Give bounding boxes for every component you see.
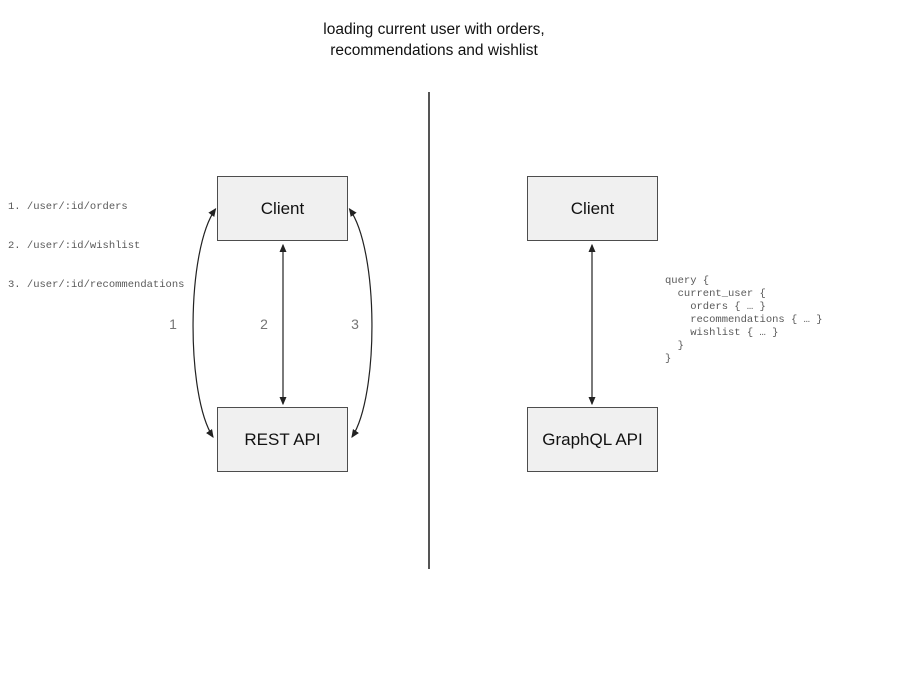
- arrow-label-1: 1: [169, 316, 177, 332]
- rest-client-label: Client: [260, 198, 305, 218]
- graphql-client-node: Client: [527, 176, 658, 241]
- diagram-title: loading current user with orders, recomm…: [323, 21, 545, 59]
- graphql-api-node: GraphQL API: [527, 407, 658, 472]
- rest-api-label: REST API: [244, 429, 321, 449]
- arrow-label-2: 2: [260, 316, 268, 332]
- graphql-query-code: query { current_user { orders { … } reco…: [665, 275, 823, 365]
- endpoint-item: 1. /user/:id/orders: [8, 201, 128, 213]
- endpoint-item: 2. /user/:id/wishlist: [8, 240, 141, 252]
- arrow-label-3: 3: [351, 316, 359, 332]
- rest-endpoints-list: 1. /user/:id/orders 2. /user/:id/wishlis…: [8, 175, 184, 318]
- graphql-client-label: Client: [570, 198, 615, 218]
- graphql-api-label: GraphQL API: [542, 429, 643, 449]
- rest-arrow-1-curve: [192, 208, 217, 439]
- rest-api-node: REST API: [217, 407, 348, 472]
- divider-line: [428, 92, 430, 569]
- rest-client-node: Client: [217, 176, 348, 241]
- endpoint-item: 3. /user/:id/recommendations: [8, 279, 185, 291]
